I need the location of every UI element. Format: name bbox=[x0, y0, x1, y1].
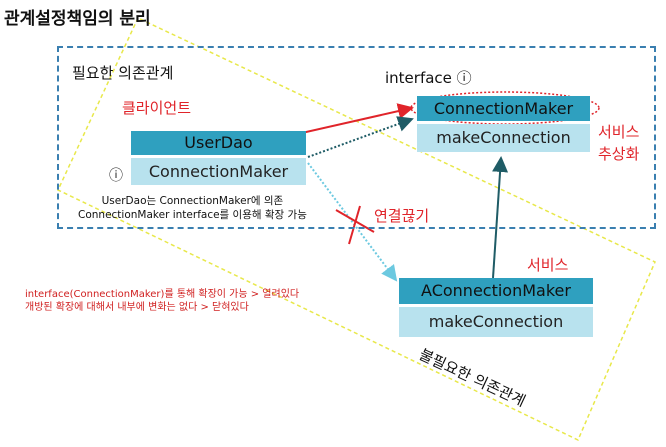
connectionmaker-interface-method: makeConnection bbox=[417, 124, 590, 152]
unneeded-dependency-label: 불필요한 의존관계 bbox=[416, 345, 528, 410]
interface-label: interface ⓘ bbox=[385, 69, 472, 87]
userdao-note: UserDao는 ConnectionMaker에 의존 ConnectionM… bbox=[78, 195, 307, 221]
aconnectionmaker-class-method: makeConnection bbox=[399, 307, 593, 337]
userdao-class-field: ConnectionMaker bbox=[131, 158, 306, 185]
field-to-interface-arrow bbox=[307, 116, 414, 158]
client-label: 클라이언트 bbox=[122, 99, 192, 117]
needed-dependency-box bbox=[57, 46, 656, 229]
implements-arrow bbox=[492, 156, 509, 279]
unneeded-dependency-arrow bbox=[307, 162, 398, 282]
userdao-class-header: UserDao bbox=[131, 131, 306, 155]
needed-dependency-label: 필요한 의존관계 bbox=[72, 64, 174, 82]
connectionmaker-interface-header: ConnectionMaker bbox=[417, 96, 590, 121]
service-label: 서비스 bbox=[527, 256, 569, 274]
info-icon: ⓘ bbox=[109, 168, 123, 184]
page-title: 관계설정책임의 분리 bbox=[4, 9, 151, 29]
cut-connection-label: 연결끊기 bbox=[374, 207, 430, 225]
ocp-note: interface(ConnectionMaker)를 통해 확장이 가능 > … bbox=[25, 289, 300, 313]
service-abstraction-label: 서비스 추상화 bbox=[598, 123, 640, 163]
unneeded-dependency-region bbox=[57, 16, 656, 442]
aconnectionmaker-class-header: AConnectionMaker bbox=[399, 278, 593, 304]
